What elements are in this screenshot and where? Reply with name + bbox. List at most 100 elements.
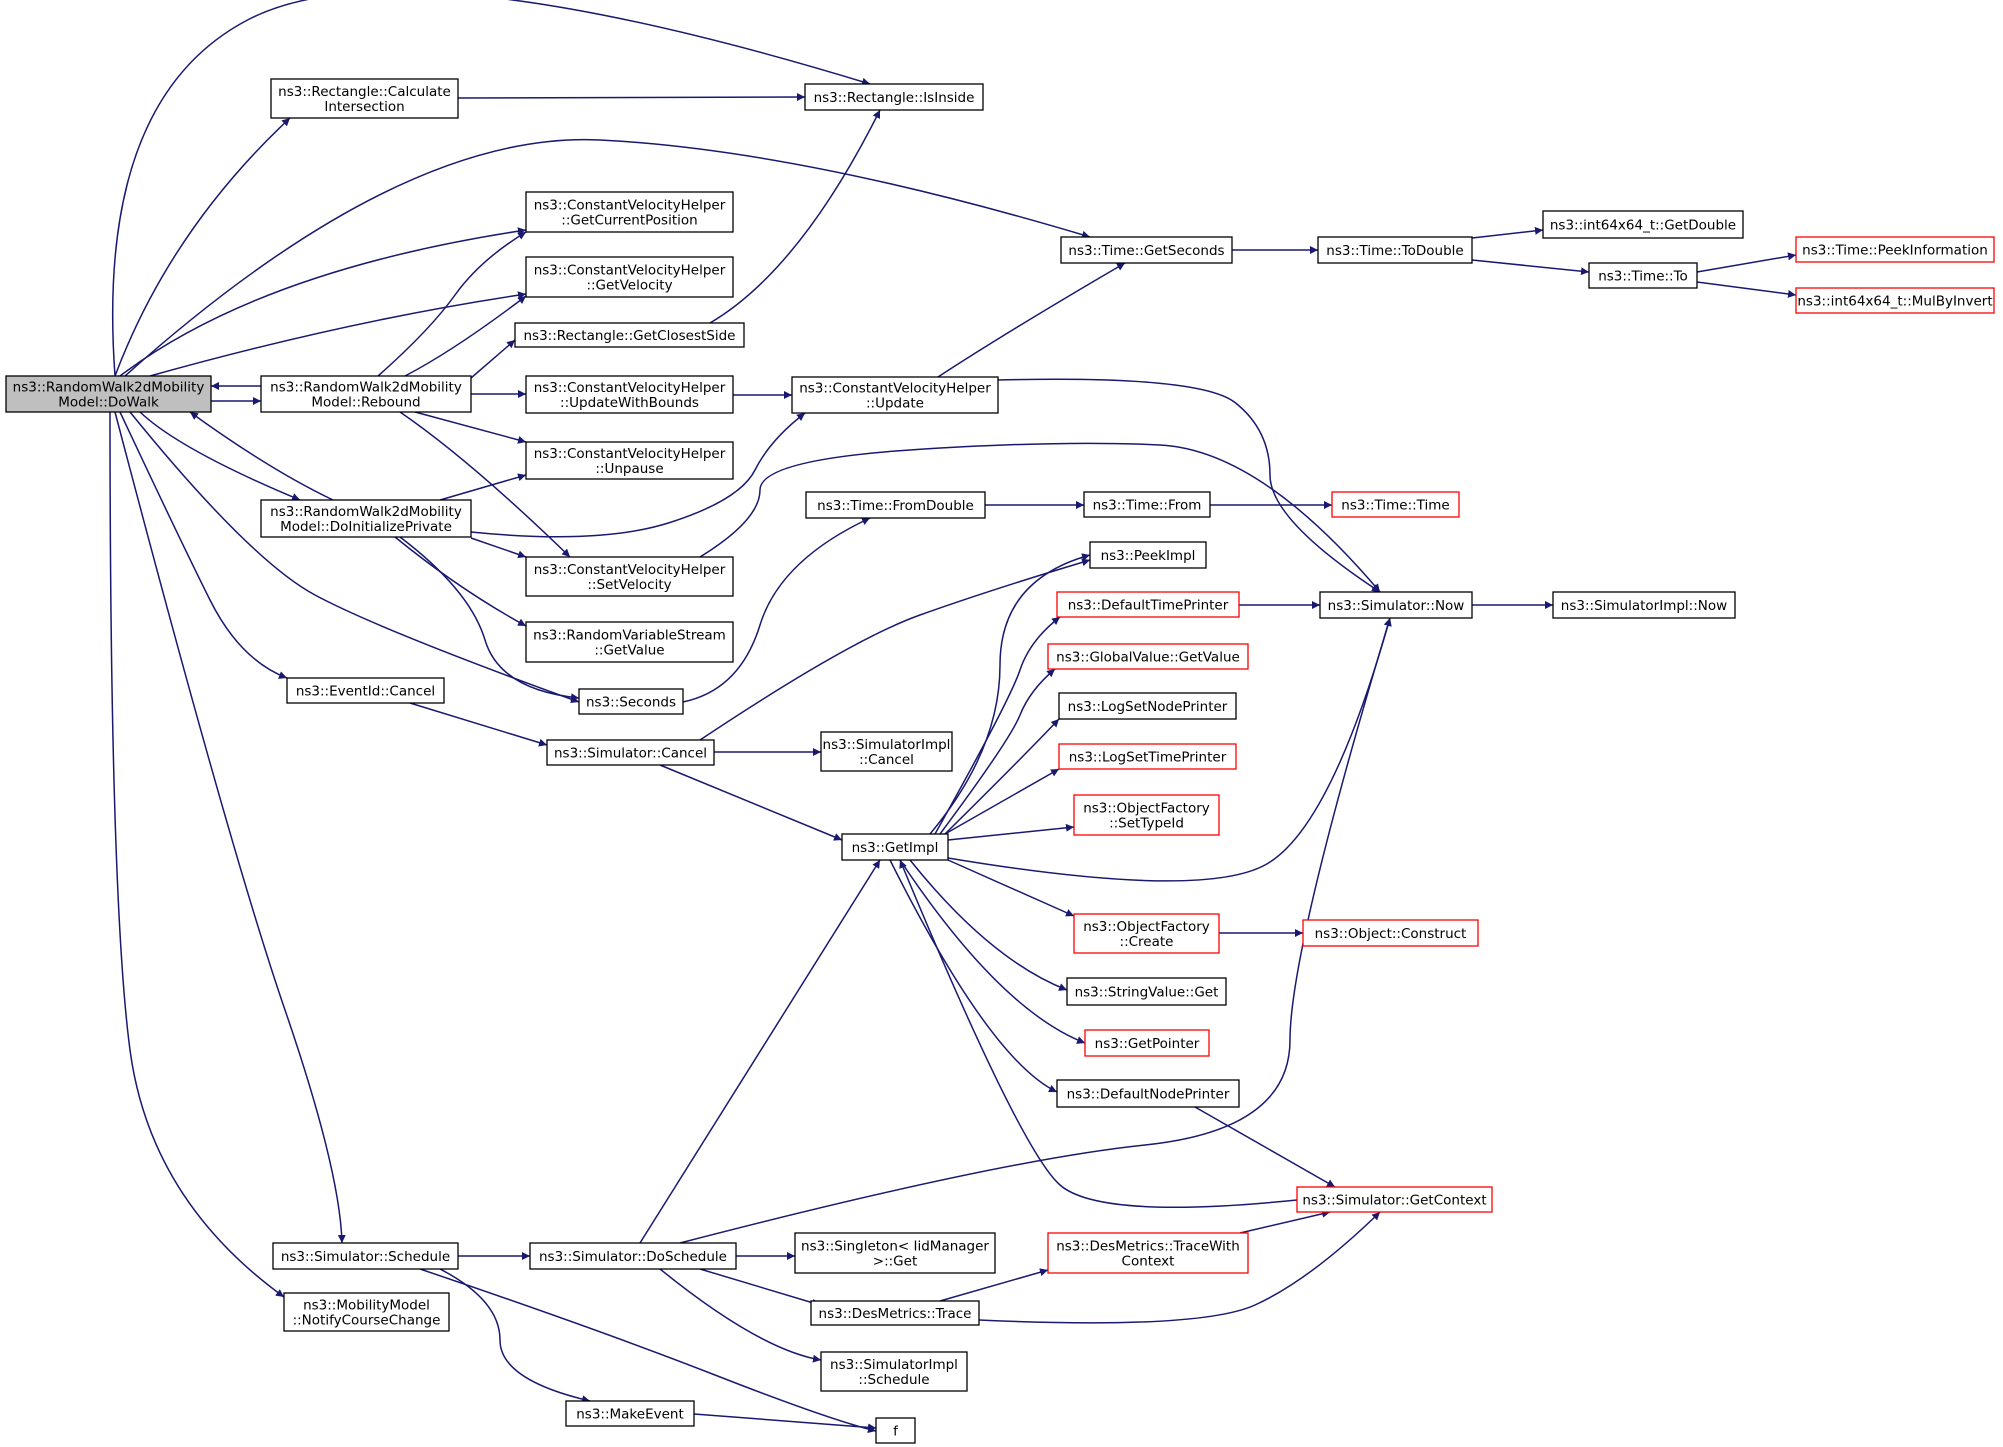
- node-box[interactable]: [1066, 977, 1227, 1006]
- node-int64getd[interactable]: ns3::int64x64_t::GetDouble: [1542, 210, 1744, 239]
- node-setvel[interactable]: ns3::ConstantVelocityHelper::SetVelocity: [525, 556, 734, 597]
- node-simimplcancel[interactable]: ns3::SimulatorImpl::Cancel: [820, 731, 953, 772]
- node-box[interactable]: [1089, 541, 1207, 569]
- node-simschedule[interactable]: ns3::Simulator::Schedule: [272, 1242, 459, 1270]
- node-box[interactable]: [1047, 643, 1249, 670]
- node-eventcancel[interactable]: ns3::EventId::Cancel: [286, 677, 445, 704]
- node-box[interactable]: [1056, 1079, 1240, 1108]
- node-deftimep[interactable]: ns3::DefaultTimePrinter: [1056, 591, 1240, 618]
- node-f[interactable]: f: [875, 1417, 916, 1444]
- node-box[interactable]: [1795, 236, 1995, 263]
- node-timeto[interactable]: ns3::Time::To: [1588, 262, 1698, 289]
- node-isinside[interactable]: ns3::Rectangle::IsInside: [804, 83, 984, 111]
- node-box[interactable]: [1073, 794, 1220, 836]
- node-box[interactable]: [1317, 236, 1473, 264]
- node-objconstruct[interactable]: ns3::Object::Construct: [1302, 919, 1479, 947]
- node-box[interactable]: [525, 556, 734, 597]
- node-box[interactable]: [875, 1417, 916, 1444]
- node-box[interactable]: [1552, 591, 1736, 619]
- node-fromdouble[interactable]: ns3::Time::FromDouble: [805, 491, 986, 519]
- node-box[interactable]: [1588, 262, 1698, 289]
- node-box[interactable]: [1302, 919, 1479, 947]
- node-box[interactable]: [820, 731, 953, 772]
- node-updbounds[interactable]: ns3::ConstantVelocityHelper::UpdateWithB…: [525, 375, 734, 414]
- node-simimplnow[interactable]: ns3::SimulatorImpl::Now: [1552, 591, 1736, 619]
- node-box[interactable]: [794, 1232, 996, 1274]
- node-box[interactable]: [810, 1300, 980, 1326]
- node-box[interactable]: [272, 1242, 459, 1270]
- node-box[interactable]: [525, 441, 734, 480]
- node-box[interactable]: [270, 78, 459, 119]
- node-box[interactable]: [525, 375, 734, 414]
- node-seconds[interactable]: ns3::Seconds: [578, 688, 684, 715]
- node-box[interactable]: [529, 1242, 737, 1270]
- node-box[interactable]: [841, 833, 949, 861]
- node-box[interactable]: [525, 621, 734, 663]
- node-mulinv[interactable]: ns3::int64x64_t::MulByInvert: [1795, 287, 1995, 314]
- node-box[interactable]: [1056, 591, 1240, 618]
- node-simgetctx[interactable]: ns3::Simulator::GetContext: [1296, 1186, 1493, 1213]
- node-svget[interactable]: ns3::StringValue::Get: [1066, 977, 1227, 1006]
- node-doinit[interactable]: ns3::RandomWalk2dMobilityModel::DoInitia…: [260, 499, 472, 538]
- node-box[interactable]: [1060, 236, 1233, 264]
- node-defnodep[interactable]: ns3::DefaultNodePrinter: [1056, 1079, 1240, 1108]
- node-trace[interactable]: ns3::DesMetrics::Trace: [810, 1300, 980, 1326]
- node-gvget[interactable]: ns3::GlobalValue::GetValue: [1047, 643, 1249, 670]
- node-box[interactable]: [514, 322, 745, 348]
- node-getsec[interactable]: ns3::Time::GetSeconds: [1060, 236, 1233, 264]
- node-box[interactable]: [1083, 491, 1211, 518]
- node-singleton[interactable]: ns3::Singleton< IidManager >::Get: [794, 1232, 996, 1274]
- node-getcurpos[interactable]: ns3::ConstantVelocityHelper::GetCurrentP…: [525, 191, 734, 233]
- node-peekinfo[interactable]: ns3::Time::PeekInformation: [1795, 236, 1995, 263]
- node-box[interactable]: [525, 191, 734, 233]
- node-ofsettype[interactable]: ns3::ObjectFactory::SetTypeId: [1073, 794, 1220, 836]
- node-peekimpl[interactable]: ns3::PeekImpl: [1089, 541, 1207, 569]
- node-logsettime[interactable]: ns3::LogSetTimePrinter: [1058, 743, 1237, 770]
- node-update[interactable]: ns3::ConstantVelocityHelper::Update: [791, 376, 999, 414]
- node-unpause[interactable]: ns3::ConstantVelocityHelper::Unpause: [525, 441, 734, 480]
- node-box[interactable]: [1047, 1232, 1249, 1274]
- node-box[interactable]: [1058, 692, 1237, 720]
- node-doschedule[interactable]: ns3::Simulator::DoSchedule: [529, 1242, 737, 1270]
- node-getpointer[interactable]: ns3::GetPointer: [1084, 1029, 1210, 1057]
- node-box[interactable]: [283, 1292, 450, 1332]
- node-box[interactable]: [525, 256, 734, 298]
- node-box[interactable]: [1795, 287, 1995, 314]
- node-simimplsched[interactable]: ns3::SimulatorImpl::Schedule: [820, 1351, 968, 1392]
- node-box[interactable]: [565, 1400, 695, 1427]
- node-box[interactable]: [286, 677, 445, 704]
- node-rvget[interactable]: ns3::RandomVariableStream::GetValue: [525, 621, 734, 663]
- node-box[interactable]: [260, 375, 472, 413]
- node-getvel[interactable]: ns3::ConstantVelocityHelper::GetVelocity: [525, 256, 734, 298]
- node-logsetnode[interactable]: ns3::LogSetNodePrinter: [1058, 692, 1237, 720]
- node-simcancel[interactable]: ns3::Simulator::Cancel: [546, 739, 715, 766]
- node-box[interactable]: [1319, 591, 1473, 619]
- node-box[interactable]: [1331, 491, 1460, 518]
- node-makeevent[interactable]: ns3::MakeEvent: [565, 1400, 695, 1427]
- node-box[interactable]: [578, 688, 684, 715]
- node-box[interactable]: [791, 376, 999, 414]
- node-simnow[interactable]: ns3::Simulator::Now: [1319, 591, 1473, 619]
- node-ofcreate[interactable]: ns3::ObjectFactory::Create: [1073, 913, 1220, 954]
- node-timefrom[interactable]: ns3::Time::From: [1083, 491, 1211, 518]
- node-getimpl[interactable]: ns3::GetImpl: [841, 833, 949, 861]
- node-box[interactable]: [1542, 210, 1744, 239]
- node-closest[interactable]: ns3::Rectangle::GetClosestSide: [514, 322, 745, 348]
- node-box[interactable]: [805, 491, 986, 519]
- node-box[interactable]: [804, 83, 984, 111]
- node-todouble[interactable]: ns3::Time::ToDouble: [1317, 236, 1473, 264]
- node-box[interactable]: [5, 375, 212, 413]
- node-box[interactable]: [546, 739, 715, 766]
- node-timetime[interactable]: ns3::Time::Time: [1331, 491, 1460, 518]
- node-box[interactable]: [1073, 913, 1220, 954]
- node-notify[interactable]: ns3::MobilityModel::NotifyCourseChange: [283, 1292, 450, 1332]
- node-box[interactable]: [1058, 743, 1237, 770]
- node-box[interactable]: [820, 1351, 968, 1392]
- node-box[interactable]: [260, 499, 472, 538]
- node-box[interactable]: [1084, 1029, 1210, 1057]
- node-box[interactable]: [1296, 1186, 1493, 1213]
